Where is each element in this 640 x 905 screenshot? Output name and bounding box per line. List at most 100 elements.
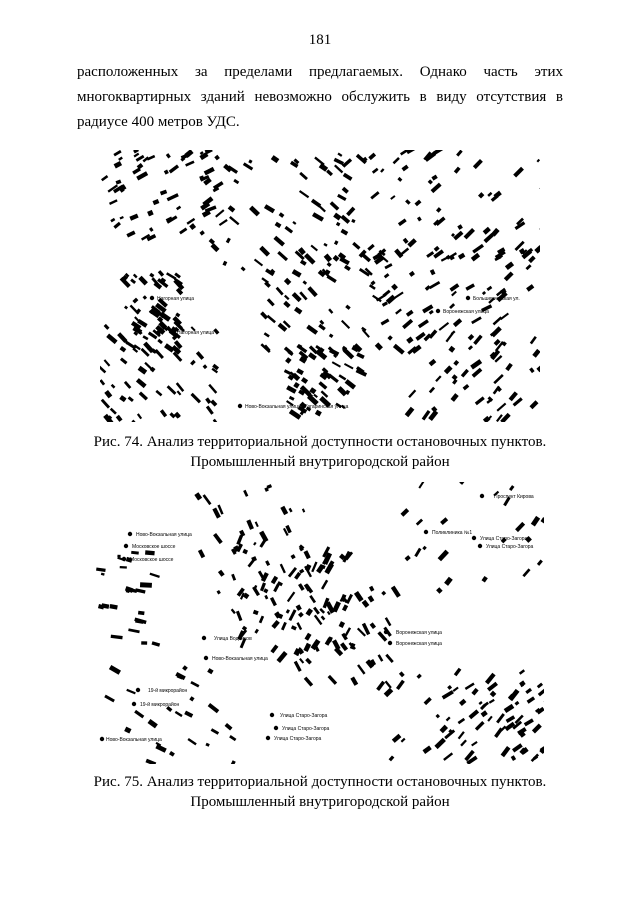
building-footprint [427,179,433,185]
building-footprint [318,163,329,172]
building-footprint [340,214,351,224]
building-footprint [480,710,488,718]
building-footprint [384,263,393,270]
building-footprint [299,171,308,181]
building-footprint [333,157,344,166]
building-footprint [307,392,313,399]
building-footprint [433,245,440,252]
building-footprint [284,294,290,301]
building-footprint [152,198,160,206]
building-footprint [165,153,171,159]
building-footprint [186,217,196,225]
building-footprint [352,241,361,250]
building-footprint [361,253,372,263]
building-footprint [229,216,240,226]
building-footprint [504,261,515,271]
building-footprint [231,548,237,555]
building-footprint [286,591,296,603]
building-footprint [287,566,298,578]
building-footprint [453,667,462,677]
building-footprint [325,601,335,614]
building-footprint [393,291,404,300]
building-footprint [344,264,351,271]
building-footprint [260,572,269,583]
building-footprint [197,549,206,559]
building-footprint [287,350,294,357]
stop-marker: Ново-Вокзальная улица [127,531,192,538]
building-footprint [397,176,403,182]
building-footprint [103,323,110,330]
building-footprint [358,268,370,277]
building-footprint [163,169,169,175]
building-footprint [299,385,309,394]
building-footprint [441,690,454,700]
building-footprint [136,171,149,181]
building-footprint [505,715,516,723]
building-footprint [286,385,297,394]
building-footprint [335,402,342,409]
building-footprint [470,359,483,370]
stop-marker: 19-й микрорайон [131,701,180,708]
building-footprint [253,584,258,590]
building-footprint [133,344,141,351]
building-footprint [146,346,157,354]
stop-marker: Московское шоссе [123,543,176,550]
building-footprint [457,717,466,725]
building-footprint [289,160,299,168]
building-footprint [492,385,501,395]
building-footprint [121,274,129,281]
building-footprint [202,494,212,506]
building-footprint [128,628,140,634]
building-footprint [423,333,432,342]
building-footprint [260,311,269,320]
building-footprint [345,304,351,310]
building-footprint [326,274,337,283]
building-footprint [295,604,302,611]
building-footprint [265,268,275,277]
building-footprint [127,396,134,403]
building-footprint [131,419,138,422]
building-footprint [443,365,453,375]
building-footprint [179,227,188,235]
building-footprint [113,221,121,229]
building-footprint [252,609,259,616]
building-footprint [341,345,348,351]
building-footprint [405,309,414,317]
building-footprint [155,744,167,753]
building-footprint [173,278,185,291]
building-footprint [100,398,111,409]
building-footprint [317,269,326,278]
building-footprint [514,221,526,231]
building-footprint [259,530,269,543]
building-footprint [159,189,168,196]
building-footprint [140,347,150,357]
building-footprint [265,560,271,566]
building-footprint [210,243,220,253]
caption-line: Рис. 75. Анализ территориальной доступно… [93,774,547,790]
building-footprint [240,266,246,272]
building-footprint [485,672,496,685]
building-footprint [496,287,506,297]
building-footprint [277,322,288,332]
building-footprint [113,150,122,157]
building-footprint [271,619,280,629]
building-footprint [448,345,456,353]
building-footprint [189,696,195,702]
building-footprint [488,297,495,304]
building-footprint [101,603,110,609]
building-footprint [470,252,481,262]
building-footprint [109,199,118,205]
building-footprint [540,517,544,524]
building-footprint [135,588,146,594]
building-footprint [136,162,144,170]
building-footprint [101,175,109,182]
building-footprint [381,590,387,596]
building-footprint [331,361,341,368]
building-footprint [273,235,285,247]
building-footprint [428,358,437,367]
building-footprint [264,281,271,288]
building-footprint [259,245,271,257]
building-footprint [372,294,382,303]
building-footprint [344,389,351,396]
building-footprint [293,158,300,165]
